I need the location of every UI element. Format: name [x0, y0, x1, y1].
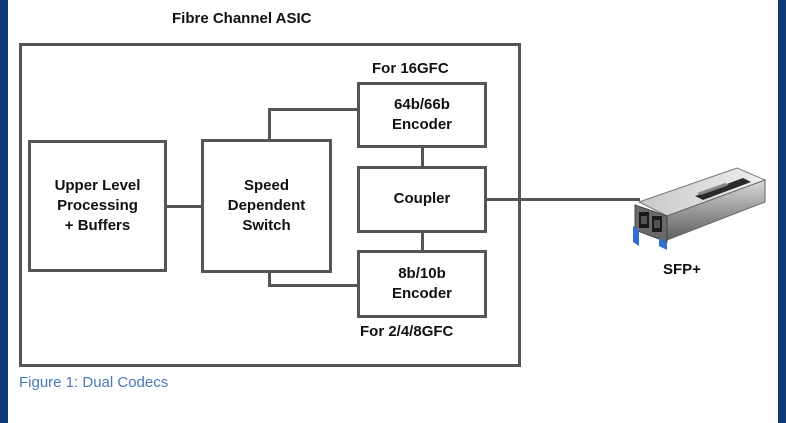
asic-boundary	[19, 43, 521, 367]
connector-coupler-to-sfp	[484, 198, 640, 201]
upper-level-processing-label: Upper Level Processing + Buffers	[54, 176, 141, 235]
coupler-box: Coupler	[357, 166, 487, 233]
figure-caption: Figure 1: Dual Codecs	[19, 374, 169, 391]
label-248gfc: For 2/4/8GFC	[360, 323, 454, 340]
coupler-label: Coupler	[393, 190, 451, 208]
speed-dependent-switch-box: Speed Dependent Switch	[201, 139, 332, 273]
asic-title: Fibre Channel ASIC	[172, 10, 312, 27]
encoder-8b10b-box: 8b/10b Encoder	[357, 250, 487, 318]
connector-switch-to-8b-vertical	[268, 271, 271, 286]
speed-dependent-switch-label: Speed Dependent Switch	[227, 176, 306, 235]
connector-coupler-to-8b	[421, 231, 424, 252]
encoder-8b10b-label: 8b/10b Encoder	[391, 264, 452, 302]
connector-switch-to-64b-vertical	[268, 108, 271, 141]
connector-switch-to-64b-horizontal	[268, 108, 360, 111]
connector-upper-to-switch	[164, 205, 204, 208]
upper-level-processing-box: Upper Level Processing + Buffers	[28, 140, 167, 272]
sfp-label: SFP+	[663, 261, 701, 278]
encoder-64b66b-label: 64b/66b Encoder	[391, 95, 452, 133]
connector-64b-to-coupler	[421, 146, 424, 168]
label-16gfc: For 16GFC	[372, 60, 449, 77]
connector-switch-to-8b-horizontal	[268, 284, 360, 287]
sfp-module-icon	[633, 167, 767, 250]
encoder-64b66b-box: 64b/66b Encoder	[357, 82, 487, 148]
